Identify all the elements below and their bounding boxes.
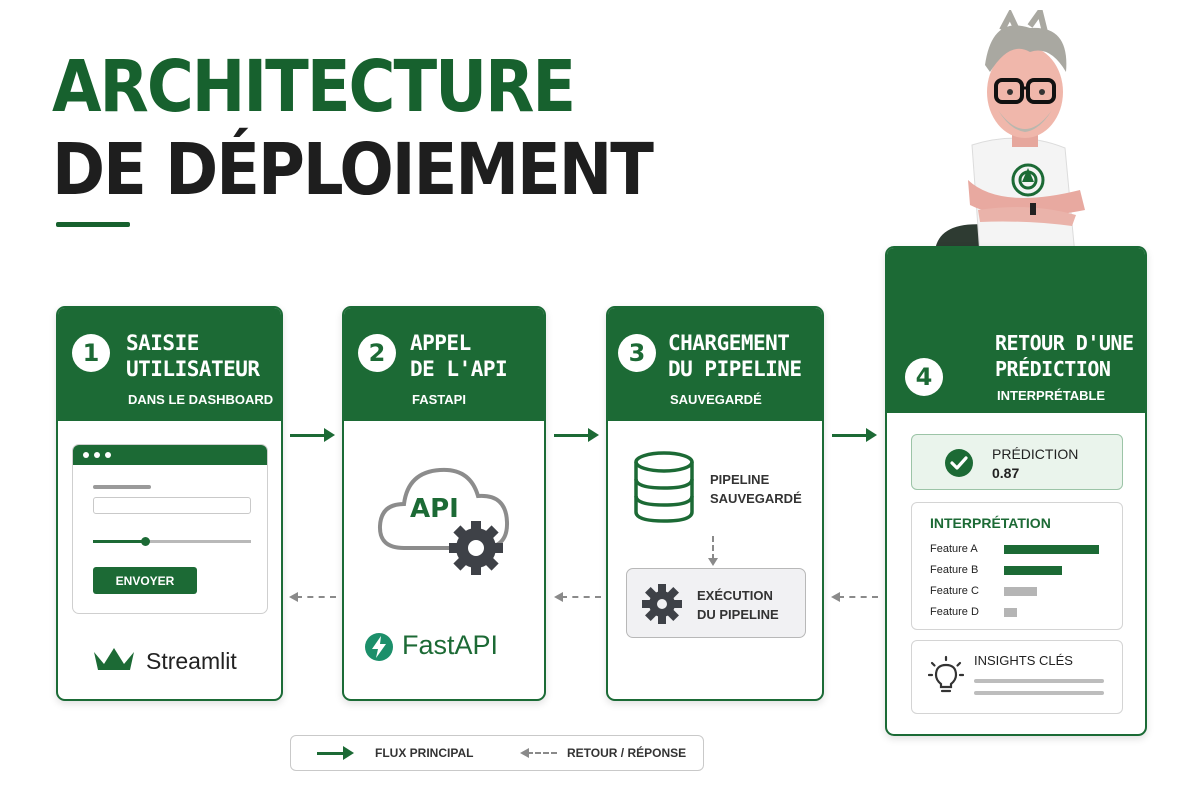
title-line-2: DE DÉPLOIEMENT	[52, 128, 654, 212]
insights-box: INSIGHTS CLÉS	[911, 640, 1123, 714]
legend-return-label: RETOUR / RÉPONSE	[567, 746, 687, 760]
dashboard-form-mockup: ENVOYER	[72, 444, 268, 614]
legend-main-arrow	[317, 746, 354, 760]
step-1-number: 1	[72, 334, 110, 372]
step-1-title: SAISIE UTILISATEUR	[126, 330, 260, 382]
legend-main-label: FLUX PRINCIPAL	[375, 746, 474, 760]
step-1-subtitle: DANS LE DASHBOARD	[128, 392, 274, 407]
step-card-saisie: 1 SAISIE UTILISATEUR DANS LE DASHBOARD E…	[56, 306, 283, 701]
flow-arrow-2-3	[554, 428, 599, 442]
cloud-api-label: API	[410, 494, 459, 524]
step-3-number: 3	[618, 334, 656, 372]
step-3-title: CHARGEMENT DU PIPELINE	[668, 330, 802, 382]
step-4-title-line2: PRÉDICTION	[995, 357, 1111, 381]
step-3-subtitle: SAUVEGARDÉ	[670, 392, 762, 407]
step-4-title: RETOUR D'UNE PRÉDICTION	[995, 330, 1134, 382]
step-3-title-line2: DU PIPELINE	[668, 357, 802, 381]
step-card-appel-api: 2 APPEL DE L'API FASTAPI API	[342, 306, 546, 701]
field-label-placeholder	[93, 485, 151, 489]
feature-bar	[1004, 545, 1099, 554]
database-icon	[634, 451, 694, 523]
return-arrow-2-1	[289, 592, 336, 602]
return-arrow-3-2	[554, 592, 601, 602]
step-4-header: 4 RETOUR D'UNE PRÉDICTION INTERPRÉTABLE	[887, 248, 1145, 413]
fastapi-icon	[365, 633, 393, 661]
step-1-title-line1: SAISIE	[126, 331, 199, 355]
cloud-api-icon	[377, 467, 510, 575]
legend: FLUX PRINCIPAL RETOUR / RÉPONSE	[290, 735, 704, 771]
step-2-header: 2 APPEL DE L'API FASTAPI	[344, 308, 544, 421]
step-2-title: APPEL DE L'API	[410, 330, 508, 382]
prediction-value: 0.87	[992, 465, 1020, 481]
slider-handle[interactable]	[141, 537, 150, 546]
feature-label: Feature C	[930, 585, 979, 597]
feature-bar	[1004, 608, 1017, 617]
interpretation-box: INTERPRÉTATION Feature A Feature B Feature…	[911, 502, 1123, 630]
fastapi-logo-text: FastAPI	[402, 630, 499, 660]
pipeline-execution-box: EXÉCUTION DU PIPELINE	[626, 568, 806, 638]
execution-line1: EXÉCUTION	[697, 588, 773, 603]
streamlit-icon	[94, 648, 134, 670]
execution-line2: DU PIPELINE	[697, 607, 779, 622]
feature-label: Feature A	[930, 543, 978, 555]
streamlit-logo-text: Streamlit	[146, 648, 237, 674]
step-2-title-line2: DE L'API	[410, 357, 508, 381]
step-3-header: 3 CHARGEMENT DU PIPELINE SAUVEGARDÉ	[608, 308, 822, 421]
feature-label: Feature B	[930, 564, 979, 576]
legend-return-arrow	[520, 748, 557, 758]
step-card-prediction: 4 RETOUR D'UNE PRÉDICTION INTERPRÉTABLE …	[885, 246, 1147, 736]
title-underline	[56, 222, 130, 227]
execution-label: EXÉCUTION DU PIPELINE	[697, 586, 779, 624]
step-1-title-line2: UTILISATEUR	[126, 357, 260, 381]
step-card-chargement: 3 CHARGEMENT DU PIPELINE SAUVEGARDÉ PIPE…	[606, 306, 824, 701]
step-4-subtitle: INTERPRÉTABLE	[997, 388, 1106, 403]
step-4-number: 4	[905, 358, 943, 396]
pipeline-saved-label: PIPELINE SAUVEGARDÉ	[710, 470, 802, 508]
step-3-title-line1: CHARGEMENT	[668, 331, 790, 355]
window-title-bar	[73, 445, 267, 465]
prediction-label: PRÉDICTION	[992, 446, 1079, 462]
step-2-subtitle: FASTAPI	[412, 392, 466, 407]
page-title: ARCHITECTURE DE DÉPLOIEMENT	[52, 46, 654, 212]
insight-line-1	[974, 679, 1104, 683]
check-circle-icon	[945, 449, 973, 477]
step-2-number: 2	[358, 334, 396, 372]
gear-icon	[642, 584, 682, 624]
interpretation-title: INTERPRÉTATION	[930, 515, 1051, 531]
envoyer-button[interactable]: ENVOYER	[93, 567, 197, 594]
slider-track[interactable]	[93, 537, 251, 546]
down-dashed-arrow	[712, 536, 714, 560]
feature-label: Feature D	[930, 606, 979, 618]
feature-bar	[1004, 587, 1037, 596]
db-label-line1: PIPELINE	[710, 472, 770, 487]
feature-bar	[1004, 566, 1062, 575]
down-arrow-head	[708, 558, 718, 566]
step-4-title-line1: RETOUR D'UNE	[995, 331, 1134, 355]
lightbulb-icon	[928, 655, 964, 693]
insight-line-2	[974, 691, 1104, 695]
text-input[interactable]	[93, 497, 251, 514]
title-line-1: ARCHITECTURE	[52, 46, 576, 129]
prediction-box: PRÉDICTION 0.87	[911, 434, 1123, 490]
step-2-title-line1: APPEL	[410, 331, 471, 355]
step-1-header: 1 SAISIE UTILISATEUR DANS LE DASHBOARD	[58, 308, 281, 421]
return-arrow-4-3	[831, 592, 878, 602]
flow-arrow-1-2	[290, 428, 335, 442]
insights-title: INSIGHTS CLÉS	[974, 653, 1073, 668]
flow-arrow-3-4	[832, 428, 877, 442]
db-label-line2: SAUVEGARDÉ	[710, 491, 802, 506]
